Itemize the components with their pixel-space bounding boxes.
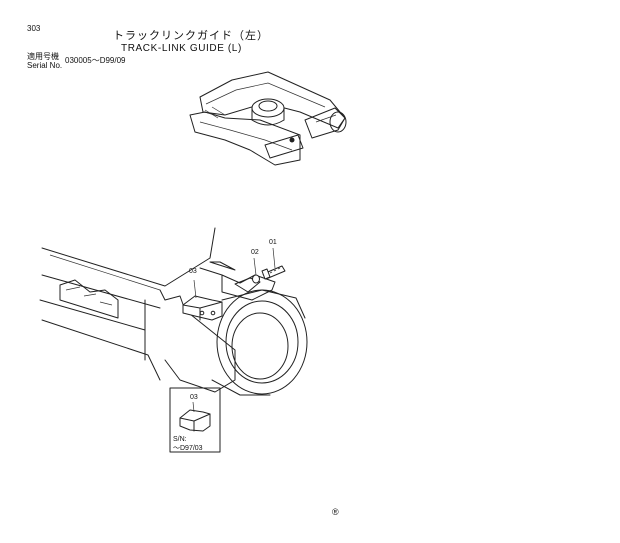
page-title-en: TRACK-LINK GUIDE (L)	[121, 43, 242, 54]
registered-trademark-icon: ®	[332, 507, 339, 517]
washer-part	[252, 257, 260, 284]
track-guide-part	[182, 279, 223, 321]
serial-label-en: Serial No.	[27, 61, 63, 70]
inset-serial-label: S/N:	[173, 436, 187, 443]
callout-guide: 03	[189, 268, 197, 275]
inset-callout-guide: 03	[190, 394, 198, 401]
inset-box	[169, 387, 221, 453]
track-frame-illustration	[39, 227, 308, 396]
inset-serial-range: ～D97/03	[173, 445, 203, 452]
page-number: 303	[27, 24, 41, 33]
bolt-part	[261, 247, 286, 280]
page-title-jp: トラックリンクガイド（左）	[113, 30, 269, 42]
callout-washer: 02	[251, 249, 259, 256]
track-link-illustration	[189, 71, 347, 166]
serial-range: 030005～D99/09	[65, 56, 126, 65]
serial-label-jp: 適用号機	[27, 52, 59, 61]
callout-bolt: 01	[269, 239, 277, 246]
